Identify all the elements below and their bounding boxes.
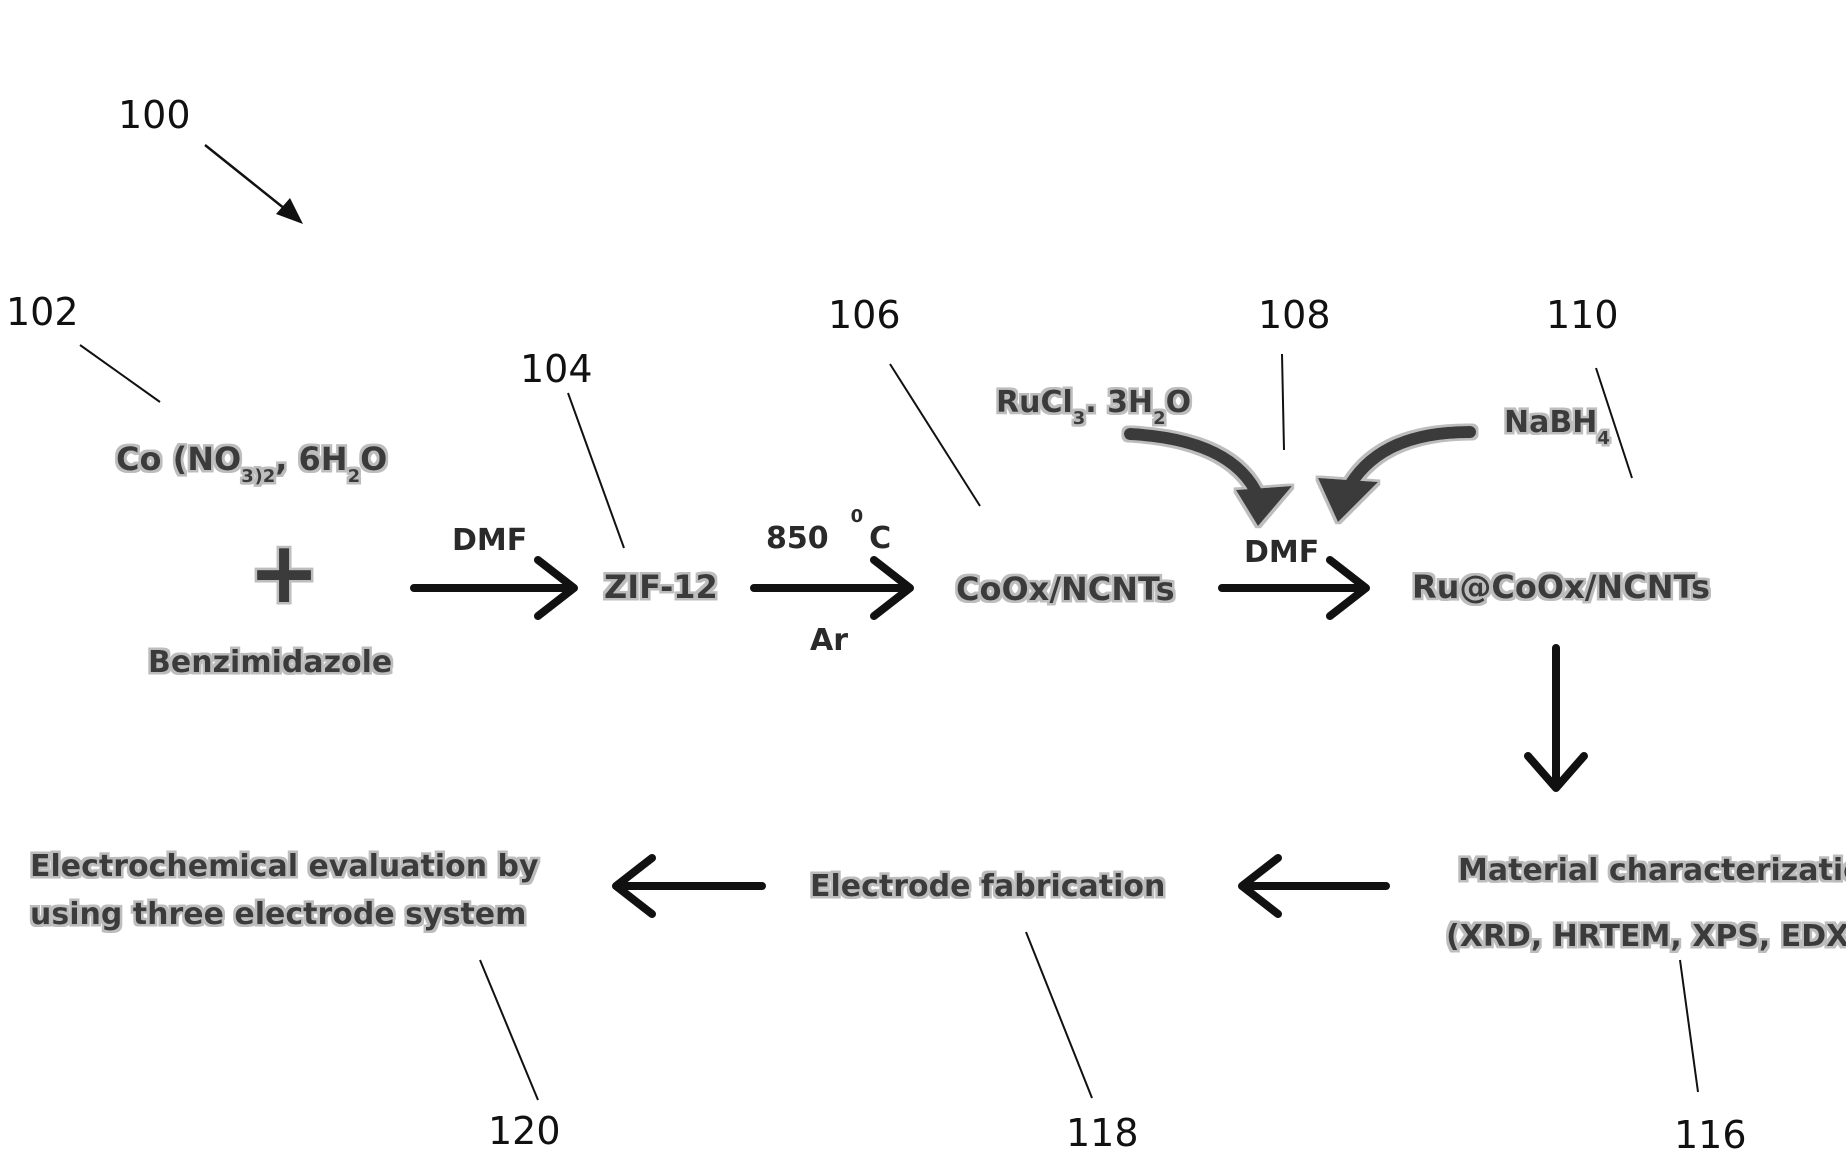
ref-120: 120 — [488, 1109, 561, 1153]
nabh4-addition-arrow — [1318, 432, 1470, 522]
rucl3-label: RuCl3. 3H2O — [996, 385, 1191, 429]
ru-coox-ncnts-label: Ru@CoOx/NCNTs — [1412, 568, 1710, 606]
nabh4-label: NaBH4 — [1504, 405, 1610, 449]
leader-102 — [80, 345, 160, 402]
leader-110 — [1596, 368, 1632, 478]
down-arrow — [1528, 648, 1584, 788]
left-arrow-2 — [616, 858, 762, 914]
ref-110: 110 — [1546, 293, 1619, 337]
dmf-label-step1: DMF — [452, 523, 527, 558]
three-electrode-system-label: using three electrode system — [30, 897, 526, 932]
ref-106: 106 — [828, 293, 901, 337]
electrode-fabrication-label: Electrode fabrication — [810, 869, 1165, 904]
cobalt-nitrate-label: Co (NO33)2, 6H2O — [116, 440, 387, 487]
electrochemical-evaluation-label: Electrochemical evaluation by — [30, 849, 539, 884]
reaction-arrow-2 — [754, 560, 910, 616]
reaction-arrow-1 — [414, 560, 574, 616]
figure-ref-100: 100 — [118, 93, 191, 137]
leader-106 — [890, 364, 980, 506]
leader-116 — [1680, 960, 1698, 1092]
benzimidazole-label: Benzimidazole — [148, 645, 392, 680]
ref-108: 108 — [1258, 293, 1331, 337]
temperature-label: 8500C — [766, 506, 891, 556]
leader-104 — [568, 393, 624, 548]
ref-102: 102 — [6, 290, 79, 334]
ref-116: 116 — [1674, 1113, 1747, 1156]
left-arrow-1 — [1242, 858, 1386, 914]
coox-ncnts-label: CoOx/NCNTs — [956, 570, 1175, 608]
ref-104: 104 — [520, 347, 593, 391]
ref-118: 118 — [1066, 1111, 1139, 1155]
leader-120 — [480, 960, 538, 1100]
characterization-methods-label: (XRD, HRTEM, XPS, EDX) — [1446, 919, 1846, 954]
ru-salt-addition-arrow — [1130, 434, 1292, 526]
leader-118 — [1026, 932, 1092, 1098]
argon-label: Ar — [810, 623, 848, 658]
leader-108 — [1282, 354, 1284, 450]
plus-sign: + — [248, 523, 320, 623]
zif-12-label: ZIF-12 — [604, 568, 718, 606]
figure-pointer-arrow — [205, 145, 303, 224]
material-characterization-label: Material characterization — [1458, 853, 1846, 888]
dmf-label-step3: DMF — [1244, 535, 1319, 570]
